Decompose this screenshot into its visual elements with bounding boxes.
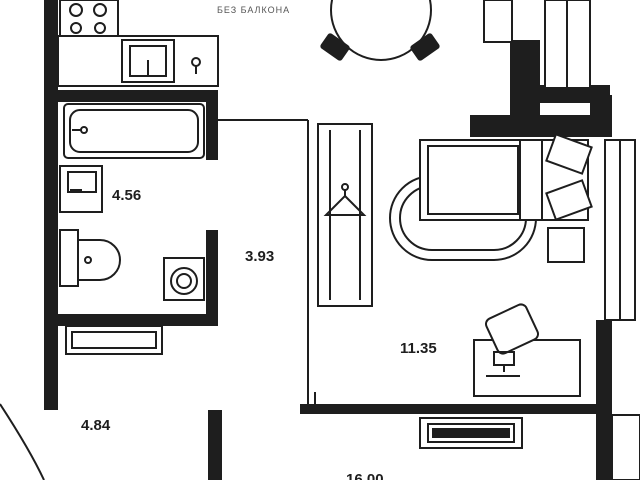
- machine-door-icon: [170, 267, 198, 295]
- bath-bottom-wall: [58, 314, 218, 326]
- desk: [473, 339, 581, 397]
- burner-icon: [93, 3, 107, 17]
- living-left-wall: [208, 410, 222, 480]
- nightstand: [547, 227, 585, 263]
- dining-table: [330, 0, 432, 61]
- bedroom-bottom-wall: [300, 404, 610, 414]
- bathtub-basin: [69, 109, 199, 153]
- pillow: [545, 133, 593, 175]
- walls: [44, 0, 612, 480]
- corner-wall: [590, 95, 612, 137]
- burner-icon: [70, 22, 82, 34]
- burner-icon: [69, 3, 83, 17]
- dining-set: БЕЗ БАЛКОНА: [217, 0, 440, 61]
- living-window: [611, 414, 640, 480]
- hallway-wardrobe: [317, 123, 373, 307]
- office-chair: [485, 303, 539, 355]
- washbasin-bowl: [67, 171, 97, 193]
- partitions: [218, 119, 316, 404]
- entry-door-swing: [0, 403, 45, 480]
- area-label-hallway: 3.93: [245, 248, 274, 265]
- living-room: [0, 403, 523, 480]
- no-balcony-note: БЕЗ БАЛКОНА: [217, 5, 290, 15]
- area-label-bathroom: 4.56: [112, 187, 141, 204]
- bathroom: [59, 103, 205, 355]
- stove: [59, 0, 119, 37]
- hanger-icon: [323, 190, 367, 216]
- left-wall: [44, 0, 58, 410]
- burner-icon: [94, 22, 106, 34]
- kitchen-bath-wall: [58, 90, 218, 102]
- chair: [410, 33, 440, 61]
- bedroom-top-wall: [470, 115, 610, 137]
- kitchen: [57, 0, 219, 87]
- top-window: [483, 0, 513, 43]
- hall-bench: [65, 325, 163, 355]
- windows: [483, 0, 640, 480]
- area-label-bedroom: 11.35: [400, 340, 437, 357]
- toilet: [77, 239, 121, 281]
- column-wall: [510, 40, 540, 120]
- bedroom: [389, 133, 593, 397]
- area-label-living: 16.00: [346, 471, 384, 480]
- bath-right-wall-upper: [206, 90, 218, 160]
- right-wall: [596, 320, 612, 480]
- area-labels: 4.56 3.93 11.35 4.84 16.00: [81, 187, 437, 480]
- blanket: [427, 145, 519, 215]
- tv-icon: [432, 428, 510, 438]
- headboard: [519, 139, 543, 221]
- pillow: [545, 179, 593, 221]
- toilet-tank: [59, 229, 79, 287]
- area-label-entry: 4.84: [81, 417, 111, 434]
- bath-right-wall-lower: [206, 230, 218, 326]
- chair: [320, 33, 350, 61]
